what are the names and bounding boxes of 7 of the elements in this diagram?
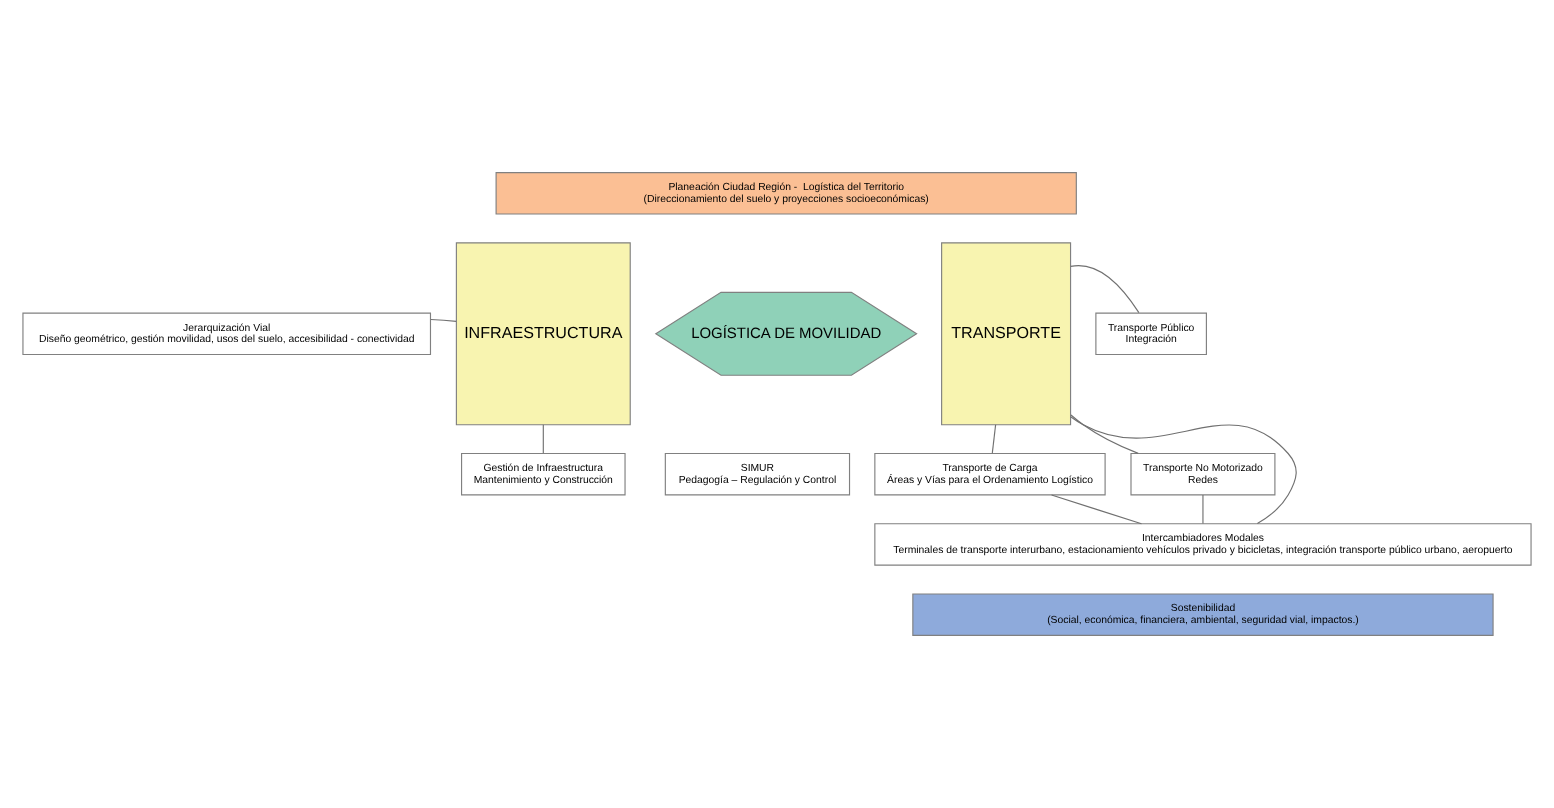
connector: [1070, 416, 1297, 525]
connector: [1070, 414, 1139, 454]
connector: [1202, 494, 1204, 525]
connector: [1070, 265, 1140, 314]
connector: [991, 424, 997, 454]
connector: [430, 318, 457, 322]
connector: [542, 424, 544, 454]
